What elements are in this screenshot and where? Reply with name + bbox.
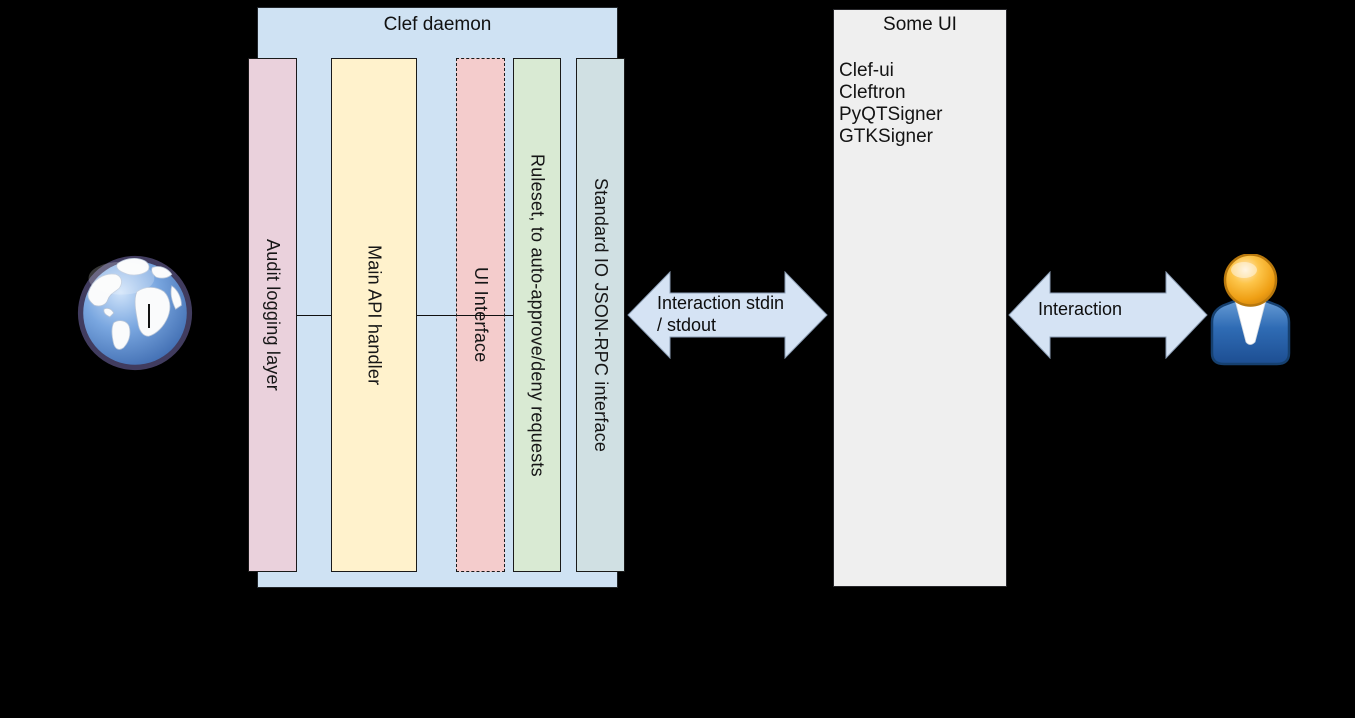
list-item: Cleftron	[839, 82, 906, 103]
bar-ruleset-label: Ruleset, to auto-approve/deny requests	[527, 153, 548, 477]
user-arrow-label: Interaction	[1038, 299, 1123, 319]
person-icon	[1210, 254, 1291, 366]
stdio-arrow-label-line2: / stdout	[657, 315, 717, 335]
stdio-arrow-label-line1: Interaction stdin	[657, 293, 785, 313]
bar-stdio-jsonrpc: Standard IO JSON-RPC interface	[576, 58, 625, 572]
globe-connector-stub	[148, 304, 150, 328]
list-item: PyQTSigner	[839, 104, 943, 125]
globe-icon	[77, 255, 193, 371]
bar-main-api-handler-label: Main API handler	[364, 244, 385, 386]
clef-daemon-box	[257, 7, 618, 588]
connector-line-main-ruleset	[417, 314, 513, 317]
stdio-interaction-arrow-icon	[627, 271, 828, 359]
list-item: GTKSigner	[839, 126, 933, 147]
bar-main-api-handler: Main API handler	[331, 58, 417, 572]
some-ui-title: Some UI	[883, 14, 957, 35]
some-ui-box	[833, 9, 1007, 587]
bar-ruleset: Ruleset, to auto-approve/deny requests	[513, 58, 561, 572]
clef-daemon-title: Clef daemon	[383, 14, 492, 35]
bar-audit-logging-label: Audit logging layer	[263, 239, 283, 391]
user-interaction-arrow-icon	[1008, 271, 1208, 359]
bar-audit-logging: Audit logging layer	[248, 58, 297, 572]
connector-line-audit-main	[297, 314, 331, 317]
list-item: Clef-ui	[839, 60, 894, 81]
stdio-arrow-label: Interaction stdin / stdout	[657, 292, 784, 336]
bar-stdio-jsonrpc-label: Standard IO JSON-RPC interface	[591, 177, 611, 453]
some-ui-list: Clef-ui Cleftron PyQTSigner GTKSigner	[839, 60, 942, 148]
